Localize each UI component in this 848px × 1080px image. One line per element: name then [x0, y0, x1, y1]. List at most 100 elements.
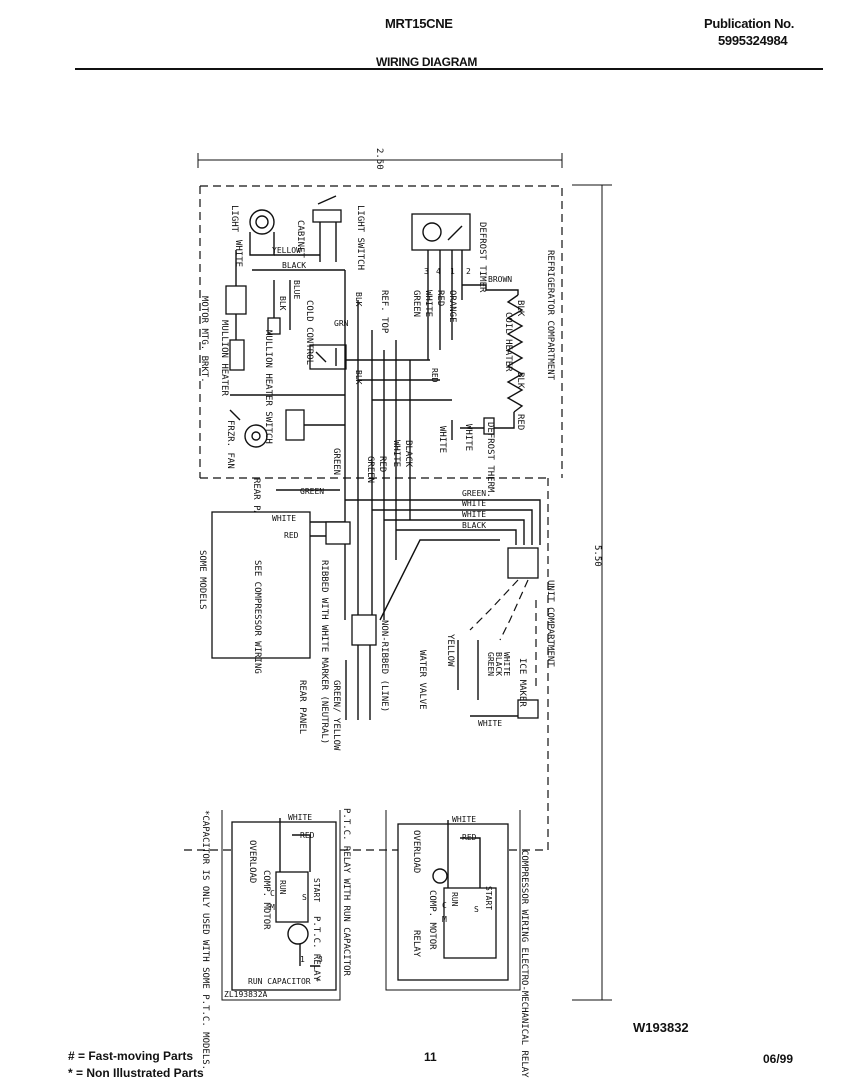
emr-relay-label: RELAY: [411, 930, 421, 958]
ptc-s: S: [302, 893, 307, 902]
header-rule: [75, 68, 823, 70]
dimension-right: 5.50: [592, 545, 602, 567]
light-switch-label: LIGHT SWITCH: [355, 205, 365, 270]
dimension-top: 2.50: [374, 148, 384, 170]
emr-run: RUN: [450, 892, 459, 907]
frzr-fan-label: FRZR. FAN: [225, 420, 235, 469]
wire-grn-cold: GRN: [334, 319, 349, 328]
wire-green-harness: GREEN: [331, 448, 341, 475]
ptc-red: RED: [300, 831, 315, 840]
ref-top-label: REF. TOP: [379, 290, 389, 334]
some-models-label: SOME MODELS: [197, 550, 207, 610]
see-compressor-wiring-box: [211, 511, 311, 659]
legend-fast-moving: # = Fast-moving Parts: [68, 1049, 194, 1063]
diagram-id: W193832: [633, 1020, 689, 1035]
wire-black-h1: BLACK: [462, 521, 486, 530]
wire-orange: ORANGE: [447, 290, 457, 323]
wire-green-h1: GREEN: [462, 489, 486, 498]
timer-terminal-2: 2: [466, 267, 471, 276]
publication-label: Publication No.: [704, 16, 795, 31]
water-valve-label: WATER VALVE: [417, 650, 427, 710]
ice-maker-assembly: [457, 547, 539, 719]
print-date: 06/99: [763, 1052, 794, 1066]
emr-motor: COMP. MOTOR: [427, 890, 437, 950]
light-assembly: [249, 195, 345, 271]
therm-wire: [451, 420, 484, 440]
timer-terminal-3: 3: [424, 267, 429, 276]
emr-box: [385, 810, 521, 991]
ptc-terminal-3: 3: [318, 955, 323, 964]
ptc-motor: COMP. MOTOR: [261, 870, 271, 930]
wire-green-timer: GREEN: [411, 290, 421, 317]
freezer-fan: [229, 409, 345, 448]
wire-white-timer: WHITE: [423, 290, 433, 317]
green-yellow-label: GREEN/ YELLOW: [331, 680, 341, 751]
light-label: LIGHT: [229, 205, 239, 233]
ptc-white: WHITE: [288, 813, 312, 822]
ptc-run-capacitor: RUN CAPACITOR *: [248, 977, 320, 986]
legend-non-illustrated: * = Non Illustrated Parts: [68, 1066, 204, 1080]
cabinet-label: CABINET: [295, 220, 305, 259]
wire-red-harness: RED: [377, 456, 387, 472]
wire-red-comp: RED: [284, 531, 299, 540]
ptc-relay-label: P.T.C. RELAY: [311, 916, 321, 982]
defrost-timer: [411, 213, 471, 360]
ribbed-neutral-label: RIBBED WITH WHITE MARKER (NEUTRAL): [319, 560, 329, 744]
wire-green-ice: GREEN: [486, 652, 495, 676]
cold-control-label: COLD CONTROL: [304, 300, 314, 365]
page-number: 11: [424, 1050, 437, 1064]
wire-white-harness: WHITE: [391, 440, 401, 467]
model-number: MRT15CNE: [385, 16, 453, 31]
rear-panel-label: REAR PANEL: [251, 478, 261, 532]
wire-blk-mullion: BLK: [278, 296, 287, 311]
refrigerator-compartment-label: REFRIGERATOR COMPARTMENT: [545, 250, 555, 381]
wire-white-h1: WHITE: [462, 499, 486, 508]
ptc-m: M: [270, 903, 275, 912]
section-title: WIRING DIAGRAM: [376, 55, 478, 69]
wire-black-light: BLACK: [282, 261, 306, 270]
wire-white-ice-bottom: WHITE: [478, 719, 502, 728]
wire-yellow-light: YELLOW: [272, 246, 301, 255]
wire-white-therm: WHITE: [463, 424, 473, 451]
dimension-lines: [197, 153, 612, 1001]
wire-yellow-ice: YELLOW: [445, 634, 455, 667]
wire-white-h2: WHITE: [462, 510, 486, 519]
see-compressor-wiring-label: SEE COMPRESSOR WIRING: [252, 560, 262, 674]
wire-black-harness: BLACK: [403, 440, 413, 468]
comp-connector: [325, 521, 351, 545]
wire-red-mid: RED: [430, 368, 439, 383]
wire-blue: BLUE: [292, 280, 301, 299]
ptc-terminal-1: 1: [300, 955, 305, 964]
wire-white-ice: WHITE: [502, 652, 511, 676]
brown-wire: [462, 284, 519, 295]
wire-blk-coil-bottom: BLK: [515, 372, 525, 389]
coil-heater: [490, 294, 524, 429]
emr-overload: OVERLOAD: [411, 830, 421, 873]
defrost-thermostat: [483, 417, 495, 435]
emr-c: C: [442, 901, 447, 910]
timer-terminal-4: 4: [436, 267, 441, 276]
ptc-part-number: ZL193832A: [224, 990, 268, 999]
ptc-overload: OVERLOAD: [247, 840, 257, 883]
main-harness: [230, 270, 541, 621]
wire-blk-coil: BLK: [515, 300, 525, 317]
wire-white-therm-2: WHITE: [437, 426, 447, 453]
emr-white: WHITE: [452, 815, 476, 824]
emr-m: M: [442, 915, 447, 924]
emr-title: COMPRESSOR WIRING ELECTRO-MECHANICAL REL…: [519, 850, 529, 1078]
wire-white-comp: WHITE: [272, 514, 296, 523]
defrost-timer-label: DEFROST TIMER: [477, 222, 487, 293]
coil-heater-label: COIL HEATER: [503, 312, 513, 372]
ice-maker-label: ICE MAKER: [517, 658, 527, 707]
motor-mtg-brkt-label: MOTOR MTG. BRKT.: [199, 296, 209, 383]
emr-s: S: [474, 905, 479, 914]
wire-blk-cold: BLK: [354, 292, 363, 307]
timer-terminal-1: 1: [450, 267, 455, 276]
defrost-therm-label: DEFROST THERM.: [485, 422, 495, 498]
wire-black-ice: BLACK: [494, 652, 503, 676]
emr-start: START: [484, 886, 493, 910]
non-ribbed-line-label: NON-RIBBED (LINE): [379, 620, 389, 712]
mullion-heater-group: [225, 250, 347, 371]
ptc-relay-box: [221, 810, 341, 1001]
wire-red-timer: RED: [435, 290, 445, 306]
